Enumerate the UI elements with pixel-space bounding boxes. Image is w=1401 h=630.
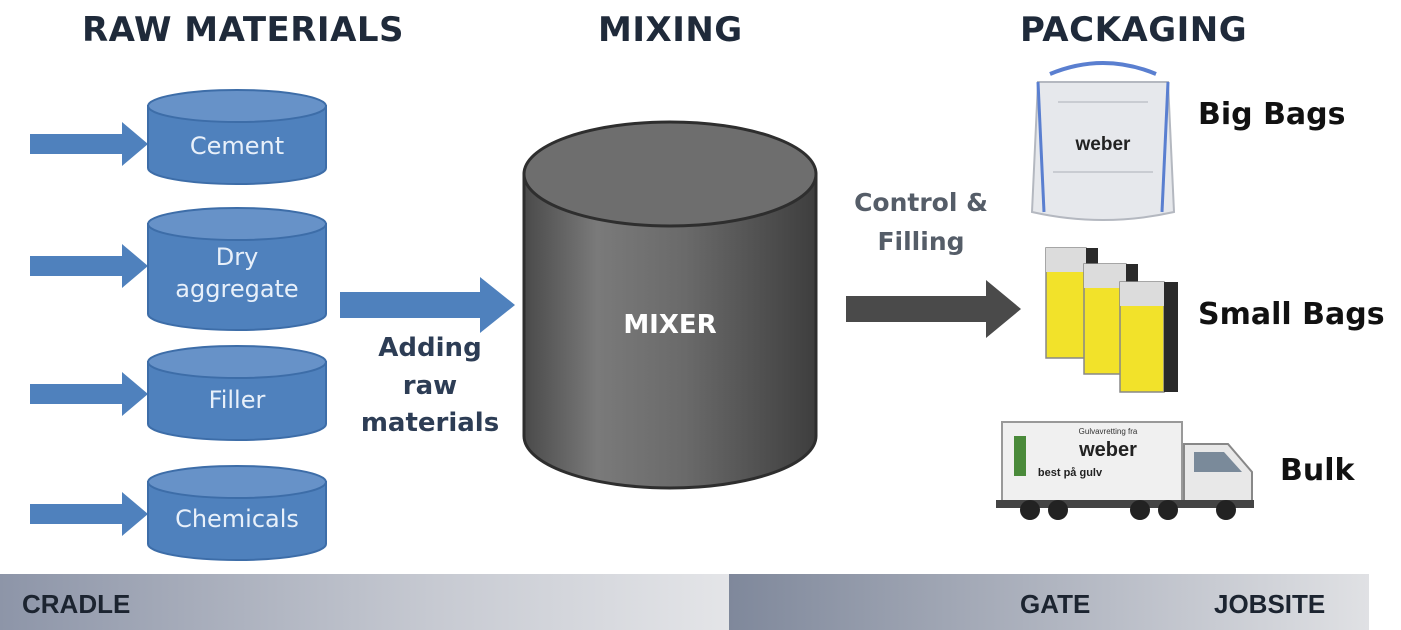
tank-label-dry-aggregate: Dry aggregate bbox=[175, 243, 299, 304]
input-arrow-filler bbox=[30, 372, 148, 416]
bulk-label: Bulk bbox=[1280, 453, 1355, 488]
mixer-label: MIXER bbox=[623, 310, 717, 340]
bulk-truck-image: Gulvavretting fra weber best på gulv bbox=[996, 421, 1254, 520]
tank-label-chemicals: Chemicals bbox=[175, 505, 299, 533]
big-bag-brand: weber bbox=[1075, 134, 1132, 155]
small-bags-label: Small Bags bbox=[1198, 297, 1385, 332]
cradle-label: CRADLE bbox=[22, 589, 131, 619]
input-arrow-cement bbox=[30, 122, 148, 166]
raw-materials-heading: RAW MATERIALS bbox=[82, 10, 405, 50]
truck-top-text: Gulvavretting fra bbox=[1079, 427, 1138, 436]
tank-label-cement: Cement bbox=[189, 132, 285, 160]
jobsite-label: JOBSITE bbox=[1214, 589, 1326, 619]
arrow-to-packaging bbox=[846, 280, 1021, 338]
control-filling-label: Control & Filling bbox=[854, 188, 988, 256]
input-arrow-chemicals bbox=[30, 492, 148, 536]
big-bag-image: weber bbox=[1030, 61, 1176, 221]
tank-cement bbox=[147, 89, 327, 185]
truck-brand: weber bbox=[1078, 439, 1137, 461]
tank-dry-aggregate bbox=[147, 207, 327, 331]
tank-chemicals bbox=[147, 465, 327, 561]
cradle-band bbox=[0, 574, 729, 630]
adding-raw-materials-label: Adding raw materials bbox=[360, 333, 500, 439]
arrow-to-mixer bbox=[340, 277, 515, 333]
tank-filler bbox=[147, 345, 327, 441]
small-bags-image bbox=[1045, 247, 1178, 393]
gate-jobsite-band bbox=[729, 574, 1369, 630]
tank-label-filler: Filler bbox=[208, 386, 266, 414]
gate-label: GATE bbox=[1020, 589, 1091, 619]
packaging-heading: PACKAGING bbox=[1020, 10, 1248, 50]
input-arrow-dry-aggregate bbox=[30, 244, 148, 288]
mixer-tank bbox=[522, 120, 818, 490]
truck-slogan: best på gulv bbox=[1038, 467, 1103, 479]
big-bags-label: Big Bags bbox=[1198, 97, 1346, 132]
mixing-heading: MIXING bbox=[598, 10, 743, 50]
